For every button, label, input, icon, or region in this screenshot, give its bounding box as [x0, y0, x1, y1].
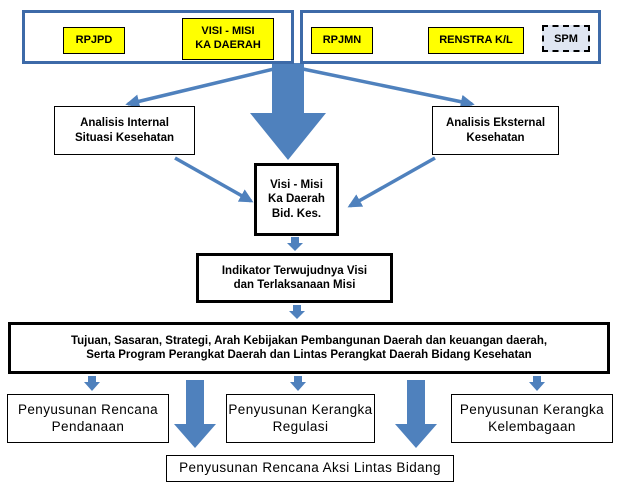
analisis-internal-label: Analisis Internal Situasi Kesehatan: [74, 117, 175, 144]
tujuan-box: Tujuan, Sasaran, Strategi, Arah Kebijaka…: [8, 322, 610, 374]
kelembagaan-label: Penyusunan Kerangka Kelembagaan: [459, 401, 605, 434]
arrow-visi-to-indikator: [287, 237, 303, 251]
arrow-to-eksternal: [297, 66, 475, 109]
arrow-to-regulasi: [290, 376, 306, 391]
visi-misi-daerah-box: VISI - MISI KA DAERAH: [182, 18, 274, 60]
tujuan-label: Tujuan, Sasaran, Strategi, Arah Kebijaka…: [70, 334, 548, 361]
visi-misi-bidkes-box: Visi - Misi Ka Daerah Bid. Kes.: [254, 163, 339, 236]
visi-misi-daerah-label: VISI - MISI KA DAERAH: [195, 25, 261, 51]
arrow-to-internal: [125, 66, 279, 109]
regulasi-label: Penyusunan Kerangka Regulasi: [228, 401, 373, 434]
kelembagaan-box: Penyusunan Kerangka Kelembagaan: [451, 394, 613, 443]
spm-box: SPM: [542, 25, 590, 52]
rpjpd-label: RPJPD: [75, 33, 113, 46]
indikator-label: Indikator Terwujudnya Visi dan Terlaksan…: [221, 264, 368, 291]
arrow-indikator-to-tujuan: [289, 305, 305, 319]
rpjpd-box: RPJPD: [63, 27, 125, 54]
analisis-eksternal-box: Analisis Eksternal Kesehatan: [432, 106, 559, 155]
rpjmn-label: RPJMN: [322, 33, 362, 46]
rpjmn-box: RPJMN: [311, 27, 373, 54]
renstra-label: RENSTRA K/L: [439, 33, 513, 46]
visi-misi-bidkes-label: Visi - Misi Ka Daerah Bid. Kes.: [268, 178, 325, 220]
analisis-internal-box: Analisis Internal Situasi Kesehatan: [54, 106, 195, 155]
indikator-box: Indikator Terwujudnya Visi dan Terlaksan…: [196, 253, 393, 303]
arrow-eksternal-to-visi: [347, 156, 436, 208]
pendanaan-label: Penyusunan Rencana Pendanaan: [17, 401, 159, 434]
renstra-box: RENSTRA K/L: [428, 27, 524, 54]
arrow-left-to-aksi: [174, 380, 216, 448]
arrow-to-pendanaan: [84, 376, 100, 391]
analisis-eksternal-label: Analisis Eksternal Kesehatan: [445, 117, 546, 144]
big-arrow-center: [250, 63, 326, 160]
pendanaan-box: Penyusunan Rencana Pendanaan: [7, 394, 169, 443]
rencana-aksi-box: Penyusunan Rencana Aksi Lintas Bidang: [166, 455, 454, 482]
arrow-internal-to-visi: [174, 156, 254, 203]
spm-label: SPM: [554, 32, 578, 45]
arrow-to-kelembagaan: [529, 376, 545, 391]
arrow-right-to-aksi: [395, 380, 437, 448]
rencana-aksi-label: Penyusunan Rencana Aksi Lintas Bidang: [179, 460, 441, 476]
regulasi-box: Penyusunan Kerangka Regulasi: [226, 394, 375, 443]
